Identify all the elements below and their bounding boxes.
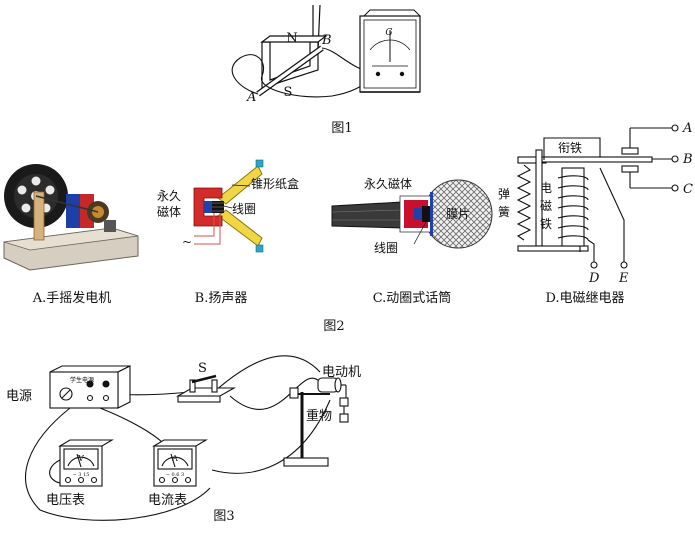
fig2c-microphone: 永久磁体 膜片 线圈 C.动圈式话筒 bbox=[331, 176, 493, 306]
core-label-3: 铁 bbox=[540, 217, 552, 231]
fig2d-caption: D.电磁继电器 bbox=[545, 291, 624, 306]
armature-label: 衔铁 bbox=[558, 141, 582, 155]
core-label-1: 电 bbox=[540, 181, 552, 195]
terminal-b: B bbox=[682, 152, 693, 167]
fig2c-caption: C.动圈式话筒 bbox=[373, 290, 452, 306]
ammeter-mark: A bbox=[171, 454, 178, 463]
relay-armature bbox=[541, 156, 653, 163]
switch-s[interactable] bbox=[175, 374, 237, 403]
relay-spring bbox=[516, 164, 532, 241]
power-supply-brand: 学生电源 bbox=[70, 376, 94, 384]
power-supply-label: 电源 bbox=[6, 389, 32, 404]
fig2d-labels: 衔铁 弹 簧 电 磁 铁 A B C D E D.电磁继电器 bbox=[498, 121, 693, 306]
motor-label: 电动机 bbox=[322, 365, 361, 380]
voltmeter-mark: V bbox=[77, 454, 84, 463]
terminal-a: A bbox=[682, 121, 692, 136]
switch-label: S bbox=[198, 361, 207, 376]
fig1-caption: 图1 bbox=[331, 121, 352, 136]
fig2b-cone-label: 锥形纸盒 bbox=[251, 176, 299, 191]
terminal-d: D bbox=[588, 271, 600, 286]
u-magnet bbox=[260, 35, 328, 89]
conductor-rod-ab bbox=[256, 45, 324, 97]
ammeter bbox=[152, 439, 208, 487]
fig2b-caption: B.扬声器 bbox=[195, 291, 248, 306]
fig2d-relay bbox=[516, 124, 679, 269]
weight bbox=[339, 385, 349, 423]
fig3-caption: 图3 bbox=[213, 509, 234, 524]
power-supply bbox=[49, 365, 131, 409]
fig2b-loudspeaker: 永久 锥形纸盒 线圈 ~ B.扬声器 bbox=[157, 159, 299, 306]
label-b: B bbox=[321, 33, 332, 48]
permanent-magnet bbox=[193, 187, 223, 227]
fig3-motor-circuit bbox=[25, 355, 349, 521]
electric-motor bbox=[317, 377, 346, 393]
fig2c-magnet-label: 永久磁体 bbox=[364, 176, 412, 191]
terminal-e: E bbox=[618, 271, 629, 286]
label-s: S bbox=[284, 85, 293, 100]
mic-coil bbox=[422, 206, 430, 222]
mic-diaphragm bbox=[430, 192, 433, 236]
label-a: A bbox=[246, 90, 256, 105]
fig1-wire bbox=[231, 54, 373, 98]
fig2-caption: 图2 bbox=[323, 319, 344, 334]
galvanometer bbox=[359, 9, 421, 93]
motor-stand bbox=[283, 387, 330, 467]
fig3-labels: 学生电源 电源 S 电动机 重物 V A − 3 15 − 0.6 3 电压表 … bbox=[6, 361, 361, 524]
fig2b-coil-label: 线圈 bbox=[232, 202, 256, 216]
fig1-induction-setup: G N S A B 图1 bbox=[231, 4, 421, 136]
fig2c-coil-label: 线圈 bbox=[374, 241, 398, 255]
fig2a-caption: A.手摇发电机 bbox=[32, 290, 112, 306]
core-label-2: 磁 bbox=[540, 198, 552, 213]
spring-label-1: 弹 bbox=[498, 187, 510, 201]
terminal-c: C bbox=[683, 182, 693, 197]
ammeter-label: 电流表 bbox=[148, 493, 187, 508]
galvanometer-mark: G bbox=[385, 28, 392, 38]
fig2a-hand-generator: A.手摇发电机 bbox=[3, 164, 139, 306]
fig2b-magnet-line2: 磁体 bbox=[157, 204, 181, 219]
voltmeter bbox=[58, 439, 114, 487]
label-n: N bbox=[286, 31, 297, 46]
ammeter-terminals: − 0.6 3 bbox=[166, 472, 185, 478]
voltmeter-terminals: − 3 15 bbox=[73, 472, 90, 478]
spring-label-2: 簧 bbox=[498, 204, 510, 219]
voltmeter-label: 电压表 bbox=[46, 493, 85, 508]
fig2b-magnet-line1: 永久 bbox=[157, 189, 181, 203]
electromagnet-core bbox=[561, 167, 585, 247]
fig2b-ac-symbol: ~ bbox=[182, 235, 192, 249]
mic-handle bbox=[331, 201, 403, 229]
weight-label: 重物 bbox=[306, 408, 332, 424]
fig2c-diaphragm-label: 膜片 bbox=[446, 207, 470, 221]
